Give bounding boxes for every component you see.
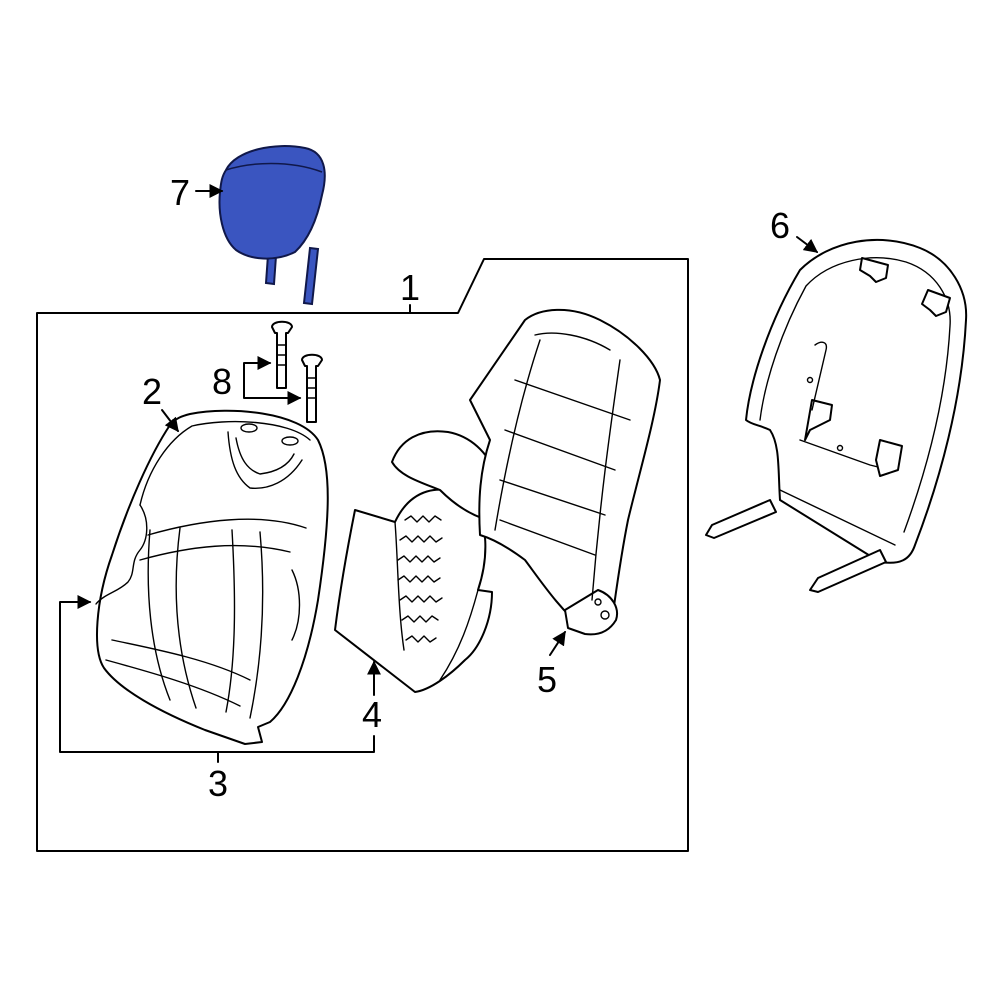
callout-4: 4: [362, 694, 382, 735]
callout-5: 5: [537, 659, 557, 700]
pad-wave-pattern: [397, 515, 443, 643]
callout-1: 1: [400, 267, 420, 308]
callout-leader-5: [549, 630, 566, 656]
callout-6: 6: [770, 205, 790, 246]
callout-7: 7: [170, 172, 190, 213]
callout-3: 3: [208, 763, 228, 804]
seat-back-frame[interactable]: [391, 308, 661, 636]
callout-leader-8: [243, 356, 272, 381]
headrest-guide-pin[interactable]: [301, 353, 323, 423]
seat-back-cover[interactable]: [95, 409, 329, 745]
headrest-guide-pin[interactable]: [271, 320, 293, 389]
callout-2: 2: [142, 371, 162, 412]
callout-leader-6: [796, 236, 819, 253]
headrest[interactable]: [218, 145, 326, 306]
assembly-group-frame: [36, 258, 689, 852]
seat-back-pad[interactable]: [334, 488, 493, 693]
seat-back-rear-panel[interactable]: [705, 238, 968, 593]
callout-8: 8: [212, 361, 232, 402]
callout-leader-8b: [243, 379, 302, 405]
callout-leader-2: [161, 409, 179, 433]
